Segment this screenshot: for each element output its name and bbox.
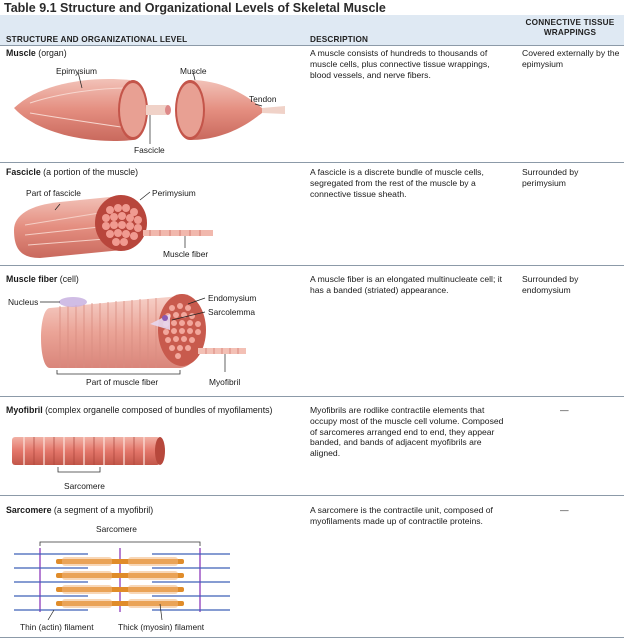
row-divider xyxy=(0,162,624,163)
muscle-organ-illustration xyxy=(14,71,285,144)
wrapping-muscle: Covered externally by the epimysium xyxy=(522,48,620,69)
column-header-description: DESCRIPTION xyxy=(310,35,369,44)
label-muscle-fiber: Muscle fiber xyxy=(163,249,209,259)
label-part-of-muscle-fiber: Part of muscle fiber xyxy=(86,377,159,387)
wrapping-sarcomere: — xyxy=(560,505,569,515)
column-header-wrappings-line2: WRAPPINGS xyxy=(543,28,597,37)
row-title-myofibril: Myofibril (complex organelle composed of… xyxy=(6,405,273,415)
label-fascicle: Fascicle xyxy=(134,145,165,155)
label-perimysium: Perimysium xyxy=(152,188,196,198)
muscle-fiber-illustration xyxy=(40,294,246,375)
label-part-of-fascicle: Part of fascicle xyxy=(26,188,81,198)
column-header-structure: STRUCTURE AND ORGANIZATIONAL LEVEL xyxy=(6,35,188,44)
row-divider xyxy=(0,265,624,266)
wrapping-fascicle: Surrounded by perimysium xyxy=(522,167,579,188)
table-bottom-border xyxy=(0,637,624,638)
description-muscle: A muscle consists of hundreds to thousan… xyxy=(310,48,490,80)
label-myofibril: Myofibril xyxy=(209,377,241,387)
fascicle-illustration xyxy=(14,191,213,258)
description-myofibril: Myofibrils are rodlike contractile eleme… xyxy=(310,405,504,459)
table-header: STRUCTURE AND ORGANIZATIONAL LEVEL DESCR… xyxy=(0,15,624,45)
label-thin-filament: Thin (actin) filament xyxy=(20,622,94,632)
label-endomysium: Endomysium xyxy=(208,293,257,303)
description-sarcomere: A sarcomere is the contractile unit, com… xyxy=(310,505,493,526)
description-fascicle: A fascicle is a discrete bundle of muscl… xyxy=(310,167,484,199)
row-title-muscle-fiber: Muscle fiber (cell) xyxy=(6,274,79,284)
table-title: Table 9.1 Structure and Organizational L… xyxy=(4,1,386,15)
sarcomere-illustration xyxy=(14,541,230,620)
row-divider xyxy=(0,396,624,397)
wrapping-muscle-fiber: Surrounded by endomysium xyxy=(522,274,579,295)
wrapping-myofibril: — xyxy=(560,405,569,415)
label-sarcomere-diagram: Sarcomere xyxy=(96,524,137,534)
description-muscle-fiber: A muscle fiber is an elongated multinucl… xyxy=(310,274,503,295)
row-divider xyxy=(0,495,624,496)
row-title-sarcomere: Sarcomere (a segment of a myofibril) xyxy=(6,505,154,515)
label-tendon: Tendon xyxy=(249,94,277,104)
myofibril-illustration xyxy=(12,437,165,473)
row-title-fascicle: Fascicle (a portion of the muscle) xyxy=(6,167,139,177)
label-sarcomere-myofibril: Sarcomere xyxy=(64,481,105,491)
header-divider xyxy=(0,45,624,46)
label-sarcolemma: Sarcolemma xyxy=(208,307,256,317)
label-nucleus: Nucleus xyxy=(8,297,39,307)
label-muscle: Muscle xyxy=(180,66,207,76)
row-title-muscle: Muscle (organ) xyxy=(6,48,67,58)
label-thick-filament: Thick (myosin) filament xyxy=(118,622,205,632)
column-header-wrappings-line1: CONNECTIVE TISSUE xyxy=(525,18,615,27)
label-epimysium: Epimysium xyxy=(56,66,97,76)
